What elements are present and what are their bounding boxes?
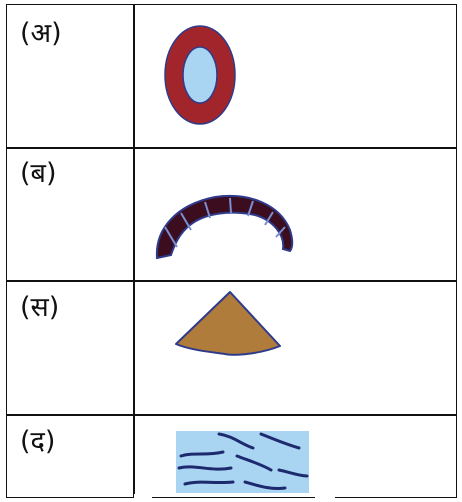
wavy-layers-icon <box>176 431 309 493</box>
row-divider <box>6 280 457 282</box>
row-label-a: (अ) <box>20 18 62 49</box>
border-gap <box>315 494 335 502</box>
table-column-divider <box>133 4 135 498</box>
row-label-c: (स) <box>20 292 60 323</box>
arch-icon <box>155 195 294 260</box>
figure-table <box>6 4 457 498</box>
row-label-d: (द) <box>20 426 56 457</box>
cone-icon <box>175 291 281 356</box>
row-divider <box>6 414 457 416</box>
row-divider <box>6 147 457 149</box>
row-label-b: (ब) <box>20 158 57 189</box>
ring-icon <box>164 25 236 125</box>
border-gap <box>134 494 152 502</box>
